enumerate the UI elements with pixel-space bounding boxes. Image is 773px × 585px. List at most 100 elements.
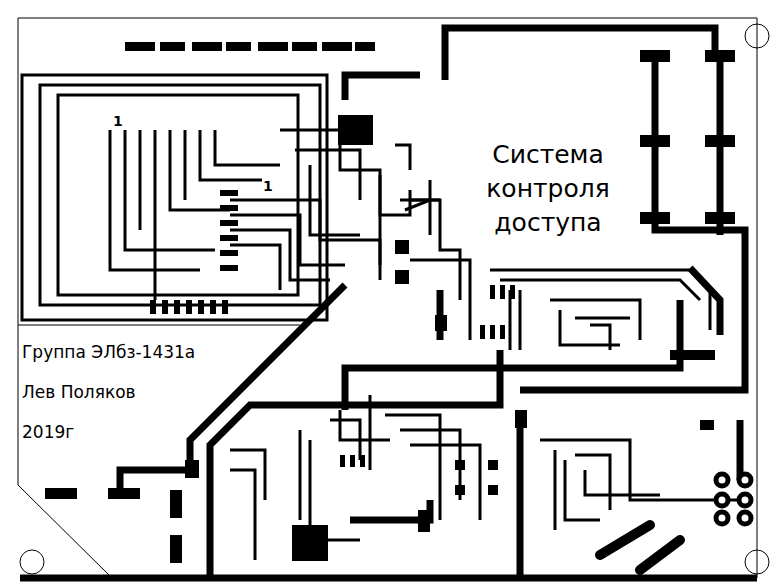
trace [280,130,410,235]
pad [170,535,182,563]
pad [160,42,185,51]
pad [705,212,735,224]
trace [230,430,360,560]
pad [340,455,345,467]
trace [58,95,298,295]
pad [210,300,216,314]
pad [640,212,670,224]
trace [330,395,480,520]
pad [220,235,238,241]
pad [220,250,238,256]
regulator-pad [338,115,373,145]
board-outline [18,18,769,578]
pad [350,455,355,467]
pad [500,285,505,299]
pad [45,488,77,499]
pad [360,455,365,467]
trace [517,420,524,578]
pad [488,485,498,495]
pad [418,510,430,532]
via [716,474,728,486]
trace [737,420,744,480]
pad [162,300,168,314]
trace [640,540,680,570]
pad [226,42,251,51]
pad [170,490,182,518]
group-label: Группа ЭЛбз-1431а [22,342,195,362]
pad [220,205,238,211]
mount-hole [20,550,44,574]
pad [455,460,465,470]
trace [380,145,460,300]
pad [222,300,228,314]
pad [322,42,352,51]
trace [445,28,715,80]
pad [150,300,156,314]
pad [455,485,465,495]
pin-one-marker: 1 [112,113,124,129]
mount-hole [745,24,769,48]
pad [490,325,495,339]
thick-traces [20,28,757,578]
via [739,512,751,524]
pad [515,410,527,428]
pad [640,135,670,147]
pad [670,350,715,360]
pad [220,265,238,271]
pad [220,190,238,196]
trace [345,75,420,100]
pad [355,42,375,51]
via [739,474,751,486]
pad [108,488,140,499]
thin-traces [22,75,740,560]
pad [500,325,505,339]
trace [345,300,680,410]
pad [192,42,222,51]
thin-line [18,325,300,326]
pad [640,50,670,62]
trace [600,525,650,555]
pad [435,315,447,331]
pad [700,420,714,430]
trace [540,440,740,530]
pad [488,460,498,470]
pad [125,42,155,51]
board-title: Система контроля доступа [468,138,628,239]
through-holes [716,474,751,524]
pad [395,240,409,254]
regulator-pad [292,525,328,561]
trace [210,350,500,578]
pad [705,50,735,62]
mount-hole [745,550,769,574]
via [716,512,728,524]
pad [258,42,288,51]
trace [40,85,320,305]
pad [705,135,735,147]
pin-one-marker: 1 [262,178,274,194]
pad [292,42,317,51]
via [739,494,751,506]
trace [20,575,757,582]
trace [405,200,470,340]
pad [185,460,199,478]
pad [220,220,238,226]
via [716,494,728,506]
pad [490,285,495,299]
author-label: Лев Поляков [22,382,136,402]
pad [480,325,485,339]
trace [230,200,380,290]
pad [510,285,515,299]
trace [690,268,720,335]
smd-pads [45,42,735,563]
pad [186,300,192,314]
pad [198,300,204,314]
trace [550,300,640,350]
board-edge [18,18,757,578]
pad [174,300,180,314]
trace [490,270,710,350]
year-label: 2019г [22,422,74,442]
pad [395,270,409,284]
trace [410,180,430,235]
